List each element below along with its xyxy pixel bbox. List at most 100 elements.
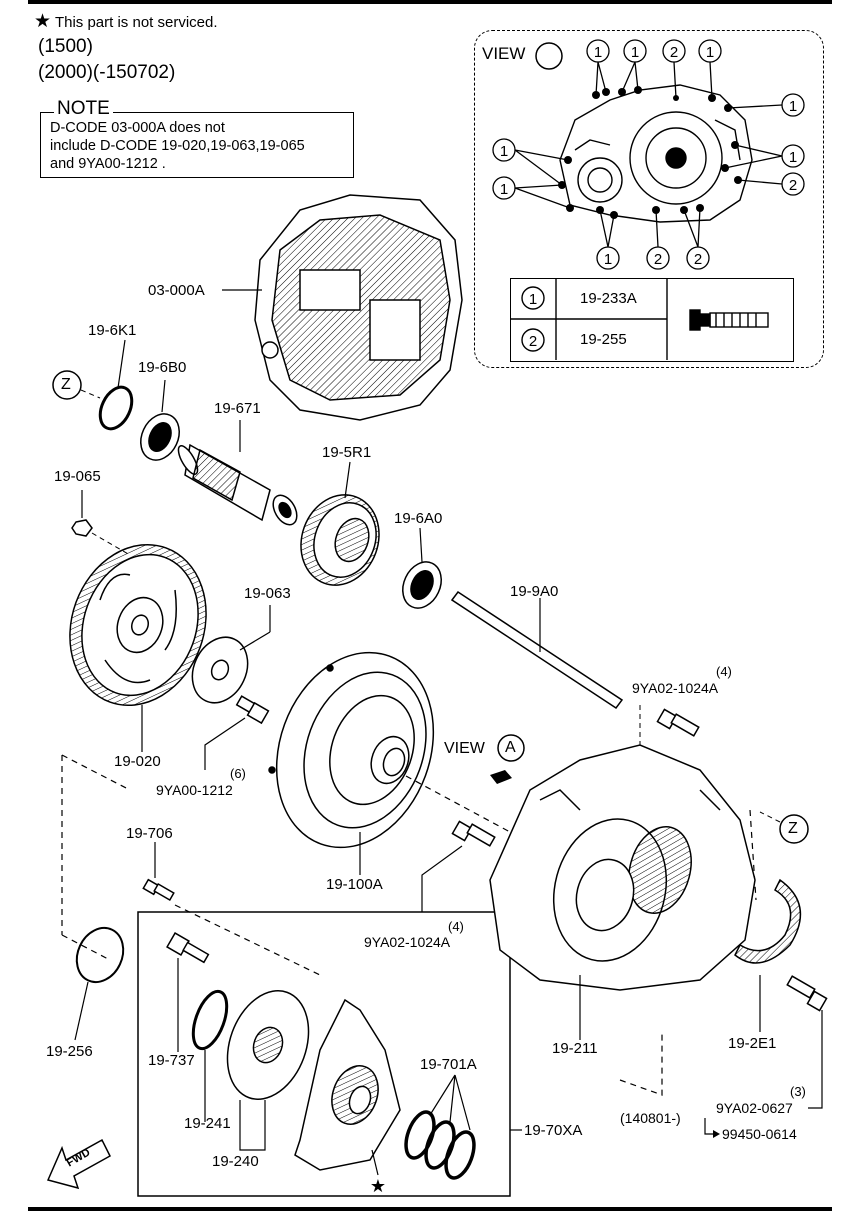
label-03000A: 03-000A — [148, 282, 205, 299]
oil-pump-box — [137, 911, 511, 1197]
view-a-callout-numbers: 1 1 2 1 1 1 1 1 2 1 2 2 — [500, 44, 797, 268]
label-196K1: 19-6K1 — [88, 322, 137, 339]
flywheel-19020 — [69, 543, 207, 707]
callout-1d: 1 — [789, 98, 797, 115]
oil-pump-body — [294, 998, 401, 1171]
label-196A0: 19-6A0 — [394, 510, 443, 527]
qty-3: (3) — [790, 1084, 806, 1099]
o-ring-19241 — [191, 989, 229, 1051]
not-serviced-star-icon: ★ — [370, 1176, 386, 1197]
label-9YA001212: 9YA00-1212 — [156, 782, 233, 798]
transmission-case-19211 — [489, 744, 756, 991]
view-a-arrow-icon — [490, 770, 512, 784]
seal-196B0 — [140, 413, 180, 461]
seal-rings-19701A — [404, 1110, 476, 1180]
callout-2c: 2 — [654, 251, 662, 268]
view-a-title: VIEW — [482, 44, 526, 63]
callout-2b: 2 — [789, 177, 797, 194]
label-195R1: 19-5R1 — [322, 444, 372, 461]
label-19706: 19-706 — [126, 825, 173, 842]
label-19020: 19-020 — [114, 753, 161, 770]
label-19100A: 19-100A — [326, 876, 383, 893]
model-line-1: (1500) — [38, 36, 93, 57]
callout-2d: 2 — [694, 251, 702, 268]
label-19256: 19-256 — [46, 1043, 93, 1060]
note-line-2: include D-CODE 19-020,19-063,19-065 — [50, 138, 305, 154]
note-box — [40, 112, 354, 178]
z-circle-right — [779, 814, 809, 844]
callout-1e: 1 — [500, 143, 508, 160]
label-19063: 19-063 — [244, 585, 291, 602]
legend-part-2: 19-255 — [580, 331, 627, 348]
legend-key-2: 2 — [529, 333, 537, 350]
view-a-housing — [559, 84, 753, 223]
qty-bottom: (4) — [448, 919, 464, 934]
label-19240: 19-240 — [212, 1153, 259, 1170]
view-a-callouts — [492, 39, 805, 270]
bottom-rule — [28, 1207, 832, 1211]
label-1970XA: 19-70XA — [524, 1122, 583, 1139]
ring-19256 — [75, 926, 125, 984]
star-note: ★ This part is not serviced. — [34, 11, 218, 32]
label-view-a-letter: A — [505, 739, 516, 756]
view-a-main-circle — [497, 734, 525, 762]
z-circle-left — [52, 370, 82, 400]
label-196B0: 19-6B0 — [138, 359, 187, 376]
label-view-a-main: VIEW — [444, 740, 485, 757]
label-19065: 19-065 — [54, 468, 101, 485]
qty-top: (4) — [716, 664, 732, 679]
callout-2a: 2 — [670, 44, 678, 61]
callout-1f: 1 — [789, 149, 797, 166]
label-19241: 19-241 — [184, 1115, 231, 1132]
cover-192E1 — [734, 878, 802, 964]
label-192E1: 19-2E1 — [728, 1035, 777, 1052]
o-ring-196K1 — [98, 385, 134, 431]
shaft-19671 — [177, 443, 298, 526]
bolt-9YA021024A-top — [656, 708, 700, 737]
bolt-9YA021024A-bottom — [451, 820, 496, 847]
view-a-letter-circle — [535, 42, 563, 70]
label-z-right: Z — [788, 820, 798, 837]
torque-converter-19100A — [268, 651, 435, 849]
note-title: NOTE — [54, 98, 113, 120]
nut-19065 — [71, 519, 93, 537]
label-z-left: Z — [61, 376, 71, 393]
bolt-19706 — [142, 878, 175, 901]
plate-19063 — [191, 636, 249, 704]
label-19671: 19-671 — [214, 400, 261, 417]
view-a-inset — [474, 30, 824, 368]
note-line-3: and 9YA00-1212 . — [50, 156, 166, 172]
label-19701A: 19-701A — [420, 1056, 477, 1073]
shaft-199A0 — [450, 590, 624, 710]
bolt-9YA020627 — [786, 975, 828, 1012]
seal-196A0 — [402, 561, 442, 609]
star-icon: ★ — [34, 11, 52, 32]
bolt-9YA001212 — [235, 695, 270, 725]
bolt-legend-table — [510, 278, 794, 362]
label-19211: 19-211 — [552, 1040, 598, 1057]
top-rule — [28, 0, 832, 4]
label-9YA021024A-top: 9YA02-1024A — [632, 680, 719, 696]
callout-1h: 1 — [604, 251, 612, 268]
label-9YA021024A-bottom: 9YA02-1024A — [364, 934, 451, 950]
view-a-bolt-dots — [558, 86, 742, 219]
label-199A0: 19-9A0 — [510, 583, 559, 600]
plate-19240 — [226, 990, 310, 1100]
legend-internals — [510, 278, 769, 360]
bolt-19737 — [166, 932, 210, 964]
label-9YA020627: 9YA02-0627 — [716, 1100, 793, 1116]
callout-1g: 1 — [500, 181, 508, 198]
label-994500614: 99450-0614 — [722, 1126, 797, 1142]
transmission-assembly — [254, 194, 463, 421]
label-140801: (140801-) — [620, 1110, 681, 1126]
callout-1b: 1 — [631, 44, 639, 61]
label-19737: 19-737 — [148, 1052, 195, 1069]
note-line-1: D-CODE 03-000A does not — [50, 120, 225, 136]
callout-1c: 1 — [706, 44, 714, 61]
model-line-2: (2000)(-150702) — [38, 62, 176, 83]
gear-195R1 — [300, 494, 380, 586]
fwd-arrow-icon — [46, 1138, 111, 1190]
qty-6: (6) — [230, 766, 246, 781]
legend-key-1: 1 — [529, 291, 537, 308]
